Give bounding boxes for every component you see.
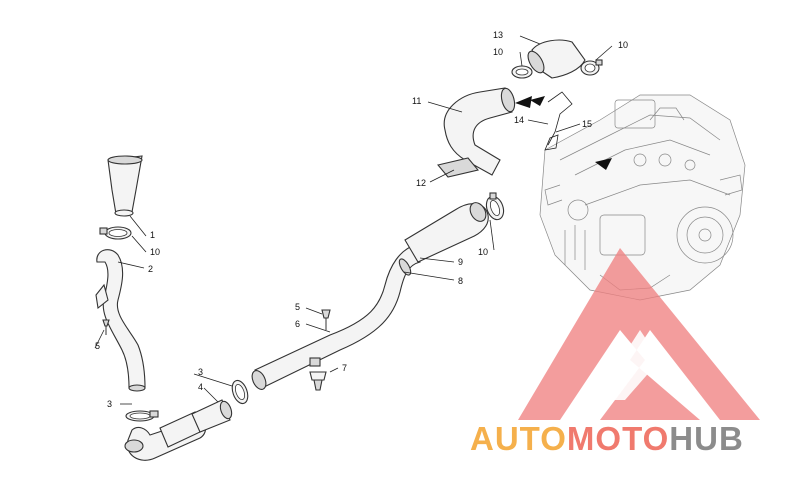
part-5-fastener-left bbox=[102, 319, 110, 335]
callout-3: 3 bbox=[198, 367, 203, 377]
callout-12: 12 bbox=[416, 178, 426, 188]
part-10-clamp-top-left bbox=[511, 65, 533, 79]
part-3-clamp-lower bbox=[125, 410, 159, 422]
part-5-fastener-mid bbox=[321, 309, 331, 330]
callout-13: 13 bbox=[493, 30, 503, 40]
svg-text:AUTOMOTOHUB: AUTOMOTOHUB bbox=[470, 420, 744, 457]
part-13-boot bbox=[527, 39, 586, 79]
part-7-retainer bbox=[309, 371, 327, 391]
part-12-pad bbox=[437, 157, 479, 178]
part-10-clamp-left bbox=[99, 226, 132, 240]
callout-15: 15 bbox=[582, 119, 592, 129]
part-9-upper-duct bbox=[404, 202, 489, 263]
callout-8: 8 bbox=[458, 276, 463, 286]
callout-3: 3 bbox=[107, 399, 112, 409]
callout-10: 10 bbox=[150, 247, 160, 257]
watermark-auto: AUTO bbox=[470, 420, 567, 457]
part-4-coupler bbox=[191, 399, 233, 433]
watermark-logo bbox=[518, 248, 760, 420]
callout-5: 5 bbox=[295, 302, 300, 312]
callout-10: 10 bbox=[478, 247, 488, 257]
part-3-clamp-upper bbox=[231, 379, 249, 405]
watermark-hub: HUB bbox=[669, 420, 744, 457]
watermark-moto: MOTO bbox=[567, 420, 669, 457]
part-2-intake-pipe bbox=[95, 249, 146, 392]
callout-2: 2 bbox=[148, 264, 153, 274]
callout-14: 14 bbox=[514, 115, 524, 125]
pointer-arrow-engine bbox=[595, 158, 612, 170]
part-15-clip bbox=[544, 134, 559, 151]
callout-10: 10 bbox=[618, 40, 628, 50]
callout-11: 11 bbox=[412, 96, 421, 106]
callout-1: 1 bbox=[150, 230, 155, 240]
part-10-clamp-top-right bbox=[580, 59, 603, 76]
part-1-intake-boot bbox=[107, 155, 143, 217]
part-11-upper-elbow bbox=[443, 87, 516, 176]
callout-5: 5 bbox=[95, 341, 100, 351]
pointer-arrow-upper bbox=[515, 96, 532, 108]
engine-illustration bbox=[539, 94, 746, 301]
callout-9: 9 bbox=[458, 257, 463, 267]
part-6-long-duct bbox=[251, 244, 421, 390]
callout-10: 10 bbox=[493, 47, 503, 57]
callout-7: 7 bbox=[342, 363, 347, 373]
part-14-bracket bbox=[530, 91, 573, 146]
callout-4: 4 bbox=[198, 382, 203, 392]
part-10-clamp-mid bbox=[485, 192, 505, 221]
callouts: 1 2 3 3 4 5 5 6 7 8 9 10 10 10 10 11 12 … bbox=[95, 30, 628, 409]
leader-lines bbox=[94, 35, 613, 405]
callout-6: 6 bbox=[295, 319, 300, 329]
watermark-text: AUTOMOTOHUB bbox=[470, 420, 744, 457]
part-8-ring bbox=[398, 258, 412, 276]
